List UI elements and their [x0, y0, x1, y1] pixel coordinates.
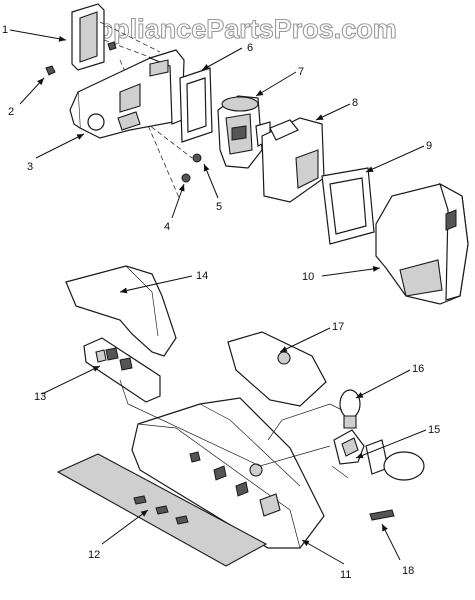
part-4-screw[interactable]	[181, 173, 191, 183]
part-13-switch-board[interactable]	[83, 337, 161, 403]
part-screw-top[interactable]	[107, 41, 117, 51]
alignment-line	[99, 21, 161, 53]
part-8-cover[interactable]	[261, 117, 325, 203]
callout-18: 18	[402, 565, 414, 577]
part-7-actuator[interactable]	[217, 95, 271, 169]
part-16-bulb[interactable]	[339, 389, 361, 429]
callout-7: 7	[298, 66, 304, 78]
callout-16: 16	[412, 363, 424, 375]
part-15-socket-bulb[interactable]	[333, 429, 425, 481]
alignment-line	[144, 121, 193, 159]
callout-4: 4	[164, 221, 170, 233]
callout-1: 1	[2, 24, 8, 36]
wire-line	[119, 379, 331, 467]
part-2-clip[interactable]	[45, 65, 56, 76]
wire-line	[331, 465, 349, 479]
callout-13: 13	[34, 391, 46, 403]
callout-6: 6	[247, 42, 253, 54]
callout-11: 11	[340, 569, 351, 581]
callout-9: 9	[426, 140, 432, 152]
wire-line	[267, 403, 343, 441]
part-17-cover[interactable]	[227, 331, 327, 407]
watermark-text: AppliancePartsPros.com	[77, 14, 397, 44]
leader-lines	[9, 29, 427, 565]
callout-15: 15	[428, 424, 440, 436]
callout-2: 2	[8, 106, 14, 118]
callout-12: 12	[88, 549, 100, 561]
part-3-housing[interactable]	[69, 49, 185, 139]
part-10-bezel[interactable]	[375, 182, 469, 305]
callout-10: 10	[302, 271, 314, 283]
part-12-overlay[interactable]	[56, 453, 268, 567]
part-9-gasket[interactable]	[321, 167, 375, 245]
callout-17: 17	[332, 321, 344, 333]
part-6-gasket[interactable]	[179, 67, 213, 143]
callout-14: 14	[196, 270, 208, 282]
callout-8: 8	[352, 97, 358, 109]
part-18-fastener[interactable]	[369, 509, 395, 521]
part-14-cover[interactable]	[65, 265, 177, 357]
part-1-frame[interactable]	[71, 3, 105, 71]
callout-labels: 1 2 3 4 5 6 7 8 9 10 11 12 13 14 15 16 1…	[2, 24, 440, 581]
part-5-screw[interactable]	[192, 153, 202, 163]
callout-3: 3	[27, 161, 33, 173]
part-11-control-housing[interactable]	[131, 397, 325, 549]
callout-5: 5	[216, 201, 222, 213]
